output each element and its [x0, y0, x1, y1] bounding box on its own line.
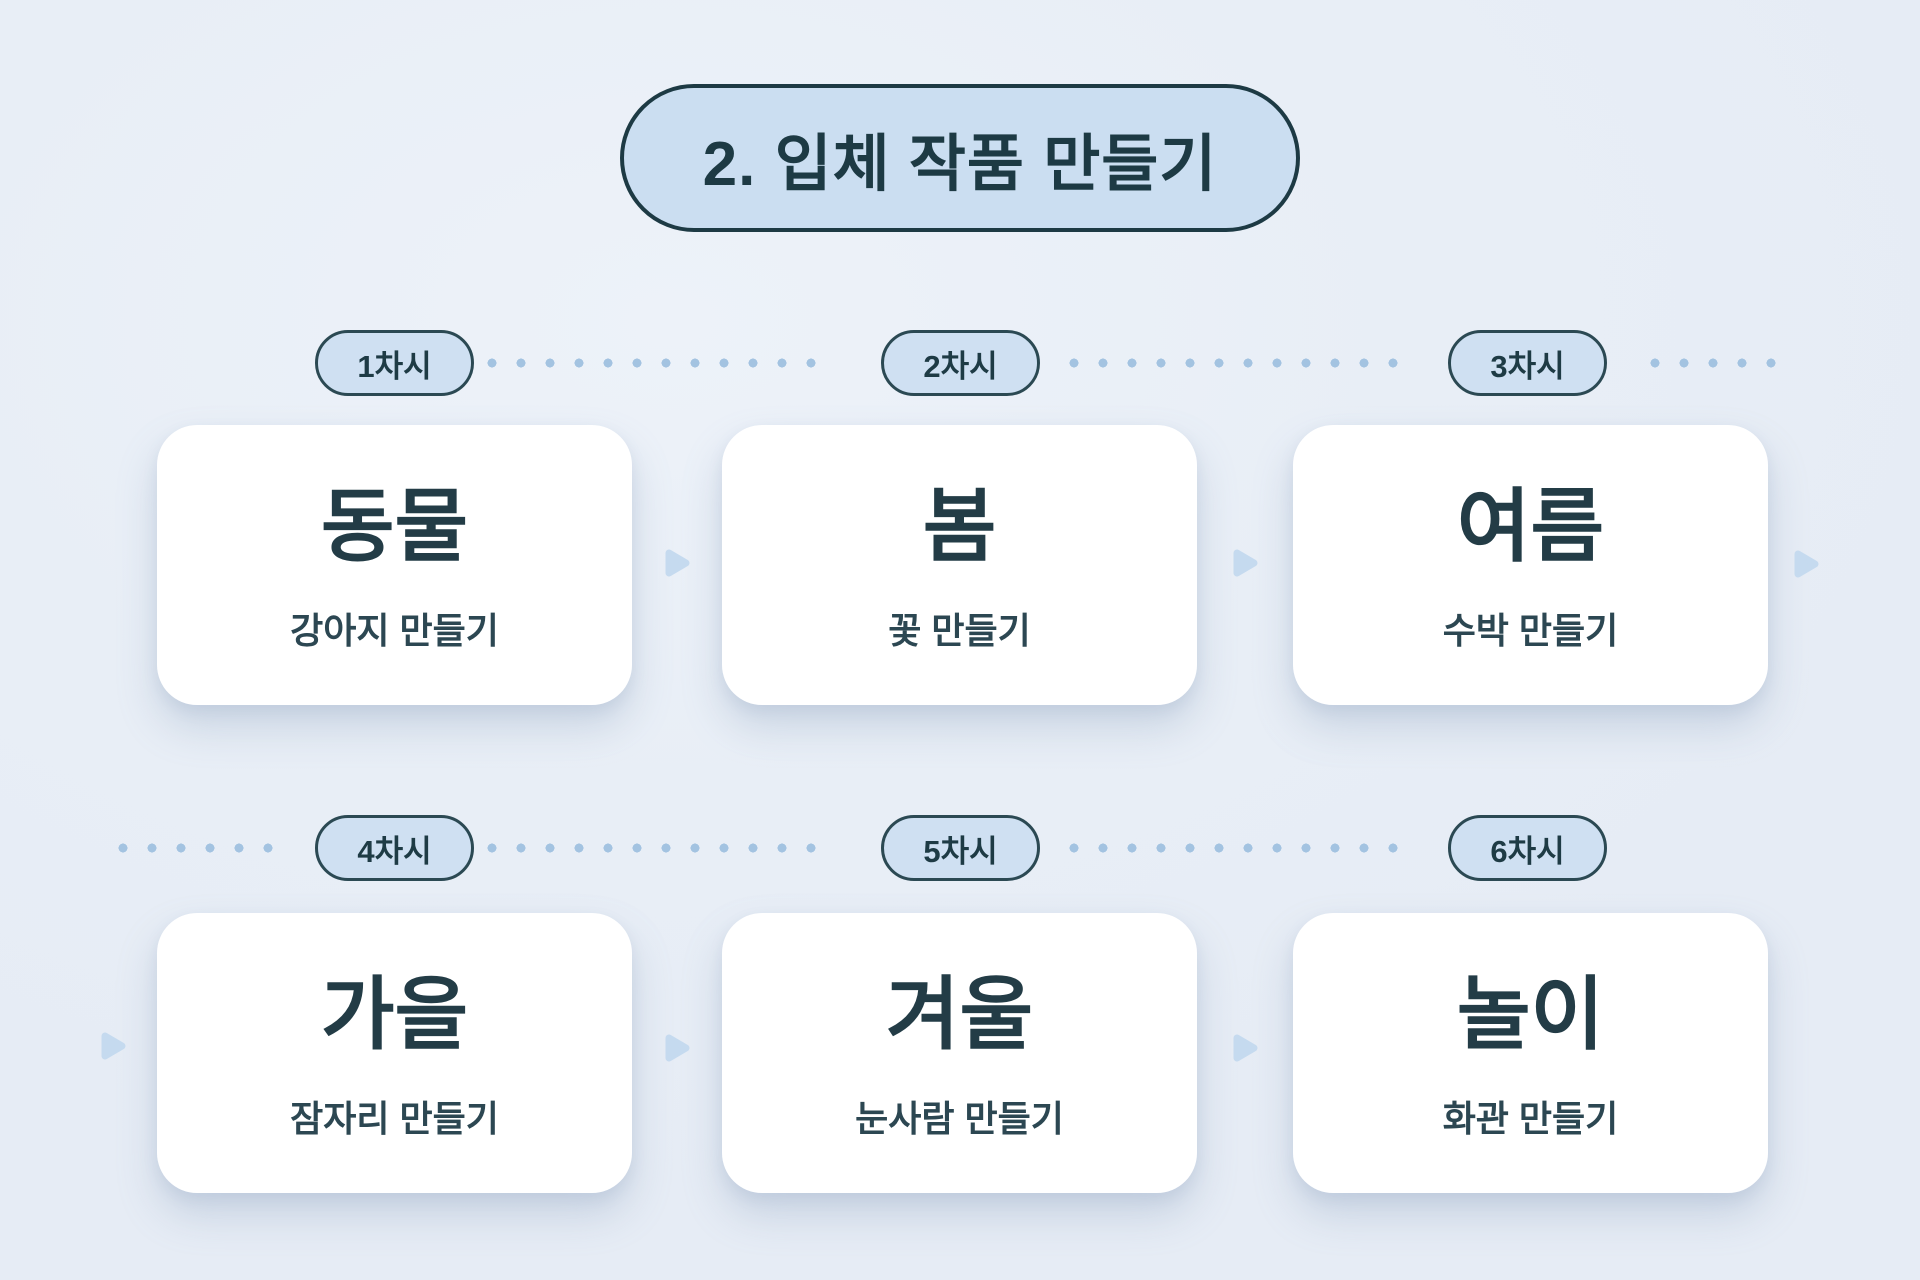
dotted-line-connector — [487, 843, 832, 853]
arrow-right-icon — [1233, 1034, 1258, 1062]
card-title: 놀이 — [1456, 970, 1605, 1059]
session-badge-4: 4차시 — [315, 815, 474, 881]
card-title: 여름 — [1456, 482, 1605, 571]
dotted-line-connector — [118, 843, 283, 853]
session-card-4: 가을 잠자리 만들기 — [157, 913, 632, 1193]
card-title: 겨울 — [885, 970, 1034, 1059]
arrow-right-icon — [101, 1032, 126, 1060]
session-card-1: 동물 강아지 만들기 — [157, 425, 632, 705]
card-subtitle: 수박 만들기 — [1442, 610, 1619, 651]
dotted-line-connector — [1650, 358, 1785, 368]
session-badge-label: 1차시 — [357, 348, 432, 384]
card-subtitle: 꽃 만들기 — [888, 610, 1031, 651]
card-title: 가을 — [320, 970, 469, 1059]
session-badge-5: 5차시 — [881, 815, 1040, 881]
session-card-2: 봄 꽃 만들기 — [722, 425, 1197, 705]
dotted-line-connector — [1069, 843, 1399, 853]
session-badge-1: 1차시 — [315, 330, 474, 396]
arrow-right-icon — [1794, 550, 1819, 578]
arrow-right-icon — [665, 1034, 690, 1062]
session-badge-label: 2차시 — [923, 348, 998, 384]
card-title: 봄 — [922, 482, 997, 571]
session-badge-6: 6차시 — [1448, 815, 1607, 881]
session-badge-label: 3차시 — [1490, 348, 1565, 384]
session-card-3: 여름 수박 만들기 — [1293, 425, 1768, 705]
session-card-6: 놀이 화관 만들기 — [1293, 913, 1768, 1193]
session-badge-label: 6차시 — [1490, 833, 1565, 869]
page-title: 2. 입체 작품 만들기 — [702, 130, 1218, 199]
card-subtitle: 화관 만들기 — [1442, 1098, 1619, 1139]
card-subtitle: 강아지 만들기 — [290, 610, 499, 651]
dotted-line-connector — [1069, 358, 1399, 368]
session-card-5: 겨울 눈사람 만들기 — [722, 913, 1197, 1193]
session-badge-label: 4차시 — [357, 833, 432, 869]
card-subtitle: 눈사람 만들기 — [855, 1098, 1064, 1139]
session-badge-label: 5차시 — [923, 833, 998, 869]
title-pill: 2. 입체 작품 만들기 — [620, 84, 1300, 232]
session-badge-2: 2차시 — [881, 330, 1040, 396]
card-subtitle: 잠자리 만들기 — [290, 1098, 499, 1139]
dotted-line-connector — [487, 358, 832, 368]
card-title: 동물 — [320, 482, 469, 571]
session-badge-3: 3차시 — [1448, 330, 1607, 396]
arrow-right-icon — [1233, 549, 1258, 577]
arrow-right-icon — [665, 549, 690, 577]
